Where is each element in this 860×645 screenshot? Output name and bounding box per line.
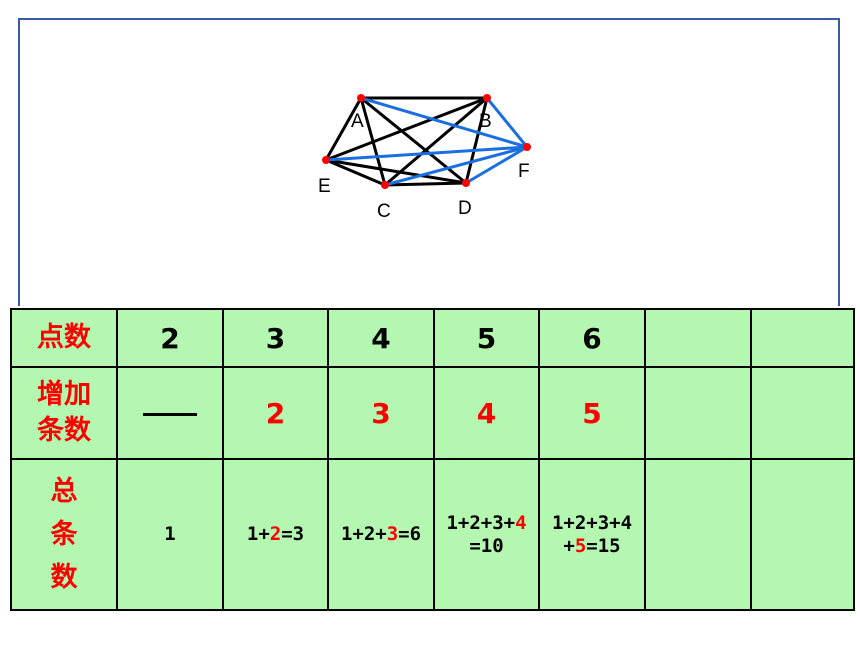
cell-empty bbox=[750, 308, 855, 368]
label-a: A bbox=[351, 111, 364, 132]
edge-bd bbox=[464, 97, 489, 184]
edge-df bbox=[465, 145, 528, 185]
edge-bf bbox=[485, 97, 529, 148]
point-e bbox=[322, 156, 330, 164]
sum-result: =15 bbox=[586, 534, 621, 557]
sum-result: =6 bbox=[398, 523, 422, 545]
cell-added-5: 5 bbox=[538, 366, 646, 460]
dash-mark bbox=[143, 412, 197, 416]
edge-ec bbox=[325, 158, 386, 187]
cell-total-6: 1+2+3=6 bbox=[327, 458, 435, 611]
label-e: E bbox=[318, 176, 331, 197]
row-point-count: 点数 2 3 4 5 6 bbox=[10, 308, 855, 368]
diagram-frame bbox=[18, 18, 840, 306]
label-b: B bbox=[479, 111, 492, 132]
sum-highlight: 3 bbox=[386, 523, 399, 545]
cell-points-6: 6 bbox=[538, 308, 646, 368]
point-c bbox=[381, 181, 389, 189]
sum-part: 1+2+ bbox=[340, 523, 387, 545]
header-added-line1: 增加 bbox=[37, 379, 91, 410]
cell-empty bbox=[644, 308, 752, 368]
header-total-lines: 总 条 数 bbox=[10, 458, 118, 611]
edge-cf bbox=[384, 145, 528, 187]
cell-empty bbox=[644, 366, 752, 460]
edge-cd bbox=[384, 181, 467, 187]
row-total-lines: 总 条 数 1 1+2=3 1+2+3=6 1+2+3+4=10 1+2+3+4… bbox=[10, 458, 855, 611]
cell-empty bbox=[750, 366, 855, 460]
cell-added-none bbox=[116, 366, 224, 460]
cell-empty bbox=[750, 458, 855, 611]
edge-bc bbox=[384, 96, 488, 187]
sum-highlight: 5 bbox=[574, 534, 587, 557]
label-d: D bbox=[458, 198, 472, 219]
sum-part: 1+2+3+4 bbox=[551, 511, 633, 534]
cell-total-15: 1+2+3+4+5=15 bbox=[538, 458, 646, 611]
label-f: F bbox=[518, 161, 530, 182]
cell-total-10: 1+2+3+4 =10 bbox=[433, 458, 540, 611]
cell-points-4: 4 bbox=[327, 308, 435, 368]
row-added-lines: 增加 条数 2 3 4 5 bbox=[10, 366, 855, 460]
header-point-count: 点数 bbox=[10, 308, 118, 368]
sum-highlight: 2 bbox=[269, 523, 282, 545]
edge-ed bbox=[325, 158, 467, 185]
edge-af bbox=[360, 96, 528, 149]
header-added-line2: 条数 bbox=[37, 415, 91, 446]
label-c: C bbox=[377, 201, 391, 222]
header-added-lines: 增加 条数 bbox=[10, 366, 118, 460]
cell-points-2: 2 bbox=[116, 308, 224, 368]
point-f bbox=[523, 143, 531, 151]
count-table: 点数 2 3 4 5 6 增加 条数 2 3 4 5 总 条 数 1 1+2=3… bbox=[10, 308, 855, 611]
header-total-char3: 数 bbox=[50, 562, 78, 593]
sum-part: 1+2+3+ bbox=[446, 511, 516, 534]
complete-graph-diagram: A B F E C D bbox=[318, 94, 531, 222]
cell-added-3: 3 bbox=[327, 366, 435, 460]
edge-ef bbox=[325, 145, 528, 162]
point-b bbox=[483, 94, 491, 102]
sum-part: 1+ bbox=[246, 523, 270, 545]
cell-total-1: 1 bbox=[116, 458, 224, 611]
cell-total-3: 1+2=3 bbox=[222, 458, 329, 611]
edge-be bbox=[325, 96, 488, 162]
edge-ae bbox=[324, 97, 363, 161]
header-total-char2: 条 bbox=[50, 519, 78, 550]
sum-highlight: 4 bbox=[515, 511, 527, 534]
point-d bbox=[462, 179, 470, 187]
cell-added-4: 4 bbox=[433, 366, 540, 460]
sum-result: =10 bbox=[469, 534, 504, 557]
cell-points-3: 3 bbox=[222, 308, 329, 368]
cell-empty bbox=[644, 458, 752, 611]
sum-plus: + bbox=[563, 534, 575, 557]
point-a bbox=[357, 94, 365, 102]
cell-added-2: 2 bbox=[222, 366, 329, 460]
header-total-char1: 总 bbox=[50, 476, 78, 507]
cell-points-5: 5 bbox=[433, 308, 540, 368]
sum-result: =3 bbox=[281, 523, 305, 545]
